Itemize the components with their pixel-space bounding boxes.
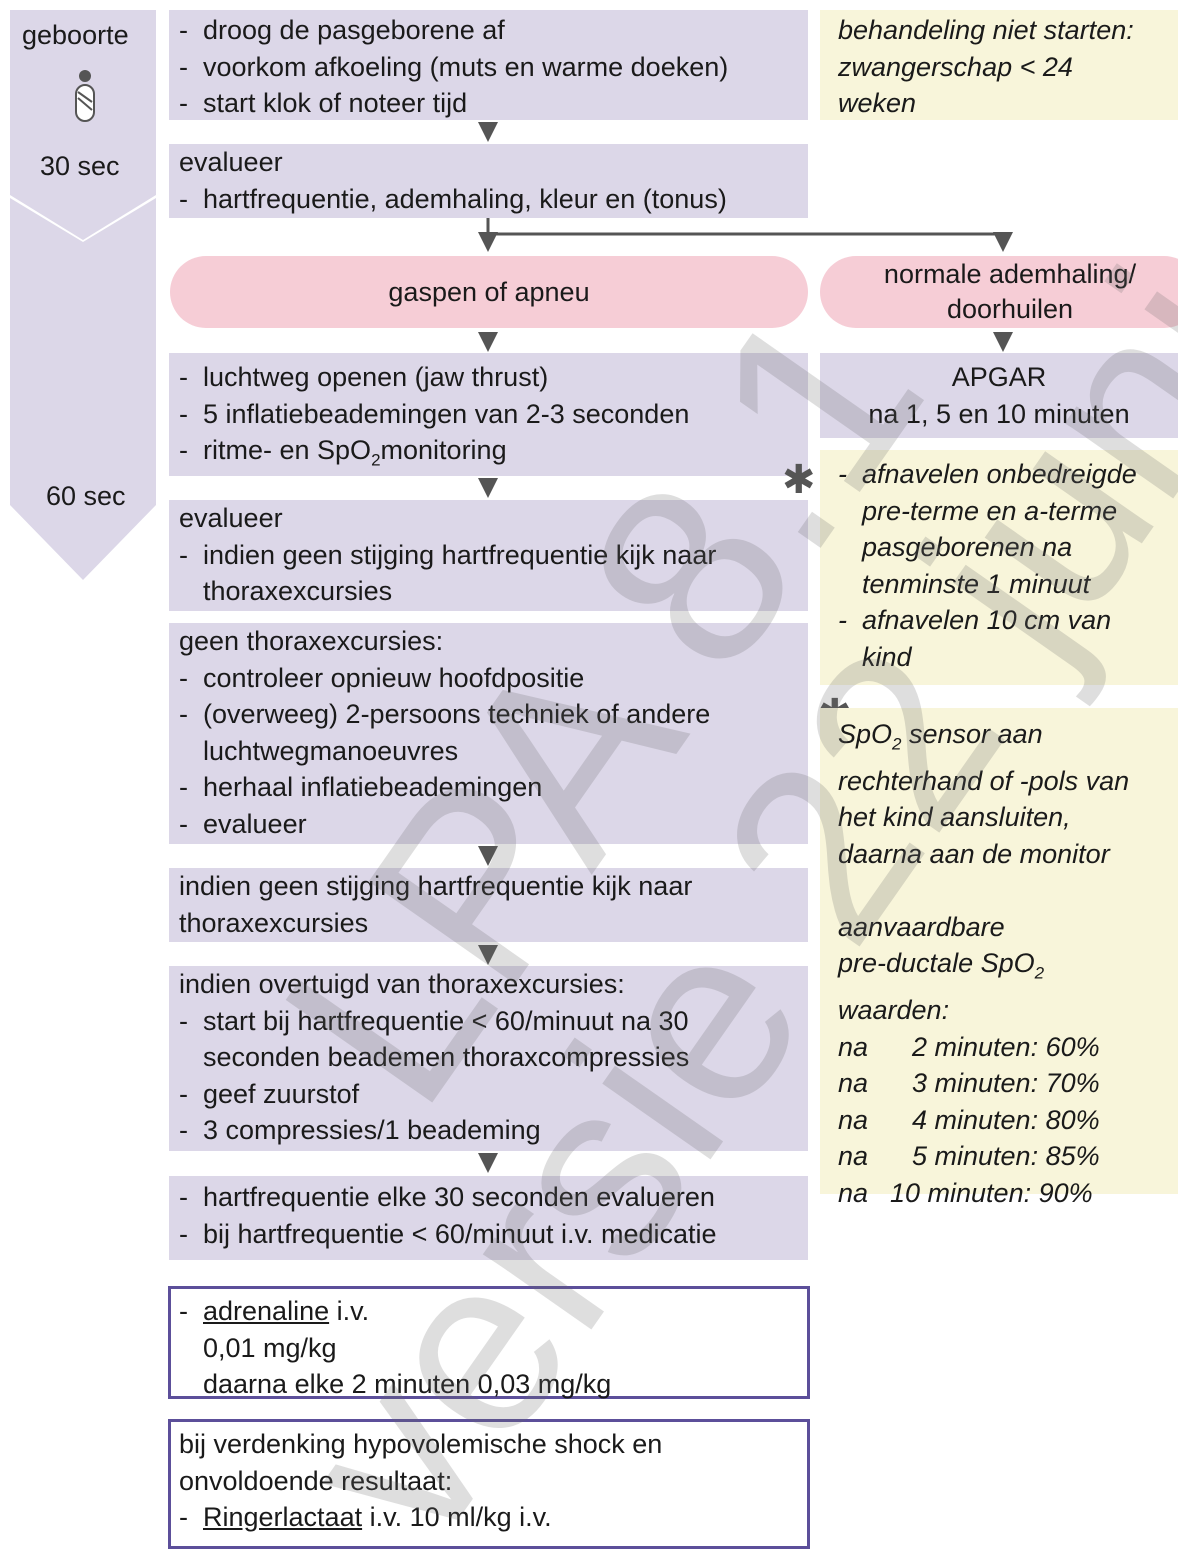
timeline-label-60: 60 sec — [46, 481, 126, 511]
timeline-chevron-60 — [10, 198, 156, 580]
step-evaluate-2: evalueer -indien geen stijging hartfrequ… — [169, 500, 808, 611]
state-normal-breathing: normale ademhaling/ doorhuilen — [820, 256, 1178, 328]
timeline-label-birth: geboorte — [22, 20, 129, 50]
step-dry-warm: -droog de pasgeborene af -voorkom afkoel… — [169, 10, 808, 120]
apgar-box: APGAR na 1, 5 en 10 minuten — [820, 353, 1178, 438]
note-do-not-start: behandeling niet starten: zwangerschap <… — [820, 10, 1178, 120]
step-evaluate-1: evalueer -hartfrequentie, ademhaling, kl… — [169, 144, 808, 218]
arrow-7 — [478, 1153, 498, 1173]
asterisk-icon: ✱ — [782, 458, 816, 502]
arrow-2 — [478, 232, 498, 252]
arrow-3 — [478, 332, 498, 352]
timeline-label-30: 30 sec — [40, 151, 120, 181]
arrow-6 — [478, 945, 498, 965]
step-airway: -luchtweg openen (jaw thrust) -5 inflati… — [169, 353, 808, 476]
note-spo2: SpO2 sensor aan rechterhand of -pols van… — [820, 708, 1178, 1208]
arrow-1 — [478, 122, 498, 142]
state-gasp-apnea: gaspen of apneu — [170, 256, 808, 328]
step-heart-rate-evaluation: -hartfrequentie elke 30 seconden evaluer… — [169, 1176, 808, 1260]
baby-icon — [75, 70, 95, 122]
arrow-2b — [993, 232, 1013, 252]
timeline — [10, 10, 156, 580]
medication-ringerlactate: bij verdenking hypovolemische shock en o… — [168, 1419, 810, 1549]
step-compressions: indien overtuigd van thoraxexcursies: -s… — [169, 966, 808, 1151]
medication-adrenaline: -adrenaline i.v. 0,01 mg/kg daarna elke … — [168, 1286, 810, 1399]
arrow-5 — [478, 846, 498, 866]
arrow-3b — [993, 332, 1013, 352]
arrow-4 — [478, 478, 498, 498]
note-cord-clamping: -afnavelen onbedreigde pre-terme en a-te… — [820, 450, 1178, 685]
step-no-chest-rise: geen thoraxexcursies: -controleer opnieu… — [169, 623, 808, 844]
timeline-chevron-birth — [10, 10, 156, 240]
step-check-chest-rise: indien geen stijging hartfrequentie kijk… — [169, 868, 808, 942]
